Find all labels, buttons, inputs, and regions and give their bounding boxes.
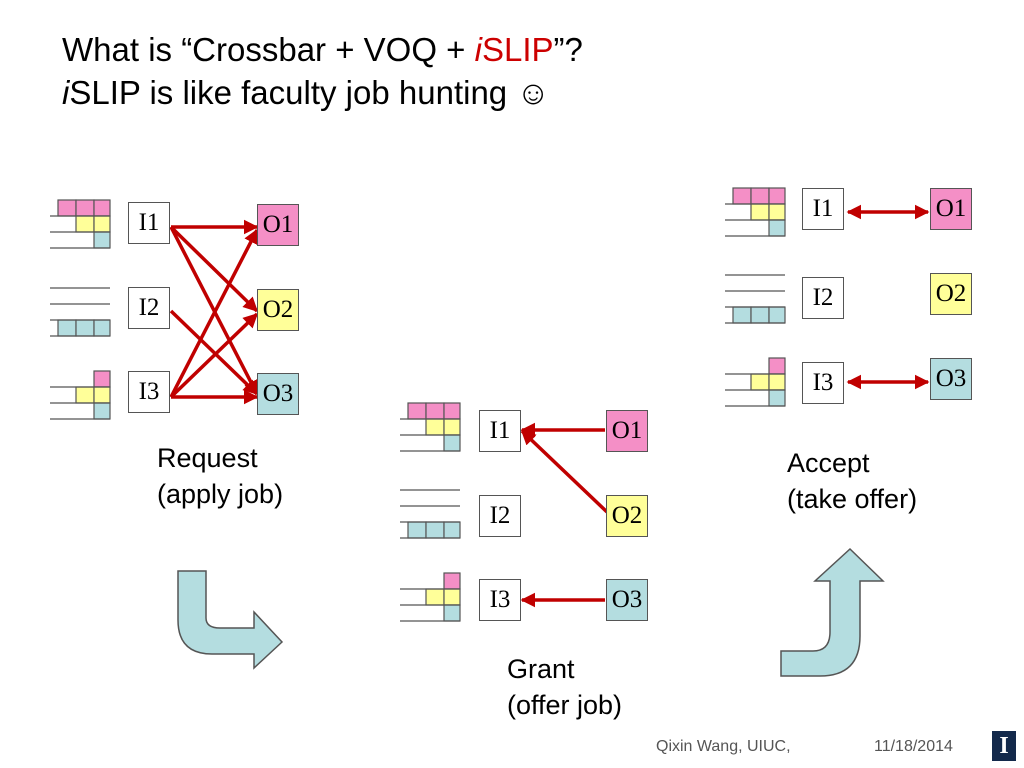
title-line-2-i: i xyxy=(62,74,70,111)
accept-voq-i3 xyxy=(725,357,786,407)
grant-caption-line-1: Grant xyxy=(507,654,575,684)
request-output-o1: O1 xyxy=(257,204,299,246)
title-line-1-i: i xyxy=(474,31,482,68)
req-arrow-i3-o1 xyxy=(169,228,259,398)
grant-input-i2: I2 xyxy=(479,495,521,537)
request-caption-line-1: Request xyxy=(157,443,258,473)
accept-caption-line-1: Accept xyxy=(787,448,870,478)
grant-input-i3: I3 xyxy=(479,579,521,621)
request-voq-i1 xyxy=(50,199,111,249)
flow-arrow-down-right-icon xyxy=(177,570,284,670)
accept-caption: Accept (take offer) xyxy=(787,445,917,517)
grant-arrow-o2-i1 xyxy=(520,429,609,514)
title-line-1: What is “Crossbar + VOQ + iSLIP”? xyxy=(62,28,583,71)
request-output-o2: O2 xyxy=(257,289,299,331)
grant-caption: Grant (offer job) xyxy=(507,651,622,723)
title-line-1-slip: SLIP xyxy=(481,31,554,68)
footer-date: 11/18/2014 xyxy=(874,738,953,755)
accept-output-o2: O2 xyxy=(930,273,972,315)
uiuc-logo-icon: I xyxy=(992,731,1016,761)
title-line-1-prefix: What is “Crossbar + VOQ + xyxy=(62,31,475,68)
accept-input-i3: I3 xyxy=(802,362,844,404)
accept-output-o3: O3 xyxy=(930,358,972,400)
grant-voq-i1 xyxy=(400,402,461,452)
grant-output-o1: O1 xyxy=(606,410,648,452)
slide-title: What is “Crossbar + VOQ + iSLIP”? iSLIP … xyxy=(62,28,583,114)
req-arrow-i1-o2 xyxy=(169,225,259,313)
grant-arrows xyxy=(520,422,609,608)
grant-output-o2: O2 xyxy=(606,495,648,537)
title-line-2: iSLIP is like faculty job hunting ☺ xyxy=(62,71,583,114)
title-line-1-suffix: ”? xyxy=(553,31,583,68)
accept-input-i2: I2 xyxy=(802,277,844,319)
request-arrows xyxy=(169,219,259,405)
accept-input-i1: I1 xyxy=(802,188,844,230)
request-input-i3: I3 xyxy=(128,371,170,413)
request-caption-line-2: (apply job) xyxy=(157,479,284,509)
grant-input-i1: I1 xyxy=(479,410,521,452)
grant-voq-i3 xyxy=(400,572,461,622)
req-arrow-i3-o2 xyxy=(169,312,259,399)
grant-caption-line-2: (offer job) xyxy=(507,690,623,720)
grant-voq-i2 xyxy=(400,489,461,539)
footer-author: Qixin Wang, UIUC, xyxy=(656,738,791,755)
grant-output-o3: O3 xyxy=(606,579,648,621)
accept-arrows xyxy=(846,204,930,390)
request-input-i2: I2 xyxy=(128,287,170,329)
accept-voq-i1 xyxy=(725,187,786,237)
request-voq-i2 xyxy=(50,287,111,337)
request-voq-i3 xyxy=(50,370,111,420)
accept-voq-i2 xyxy=(725,274,786,324)
request-input-i1: I1 xyxy=(128,202,170,244)
flow-arrow-up-right-icon xyxy=(780,547,885,677)
request-output-o3: O3 xyxy=(257,373,299,415)
accept-output-o1: O1 xyxy=(930,188,972,230)
req-arrow-i2-o3 xyxy=(169,309,259,396)
voq-queue-icons xyxy=(50,187,786,622)
title-line-2-rest: SLIP is like faculty job hunting ☺ xyxy=(69,74,551,111)
accept-caption-line-2: (take offer) xyxy=(787,484,918,514)
request-caption: Request (apply job) xyxy=(157,440,283,512)
